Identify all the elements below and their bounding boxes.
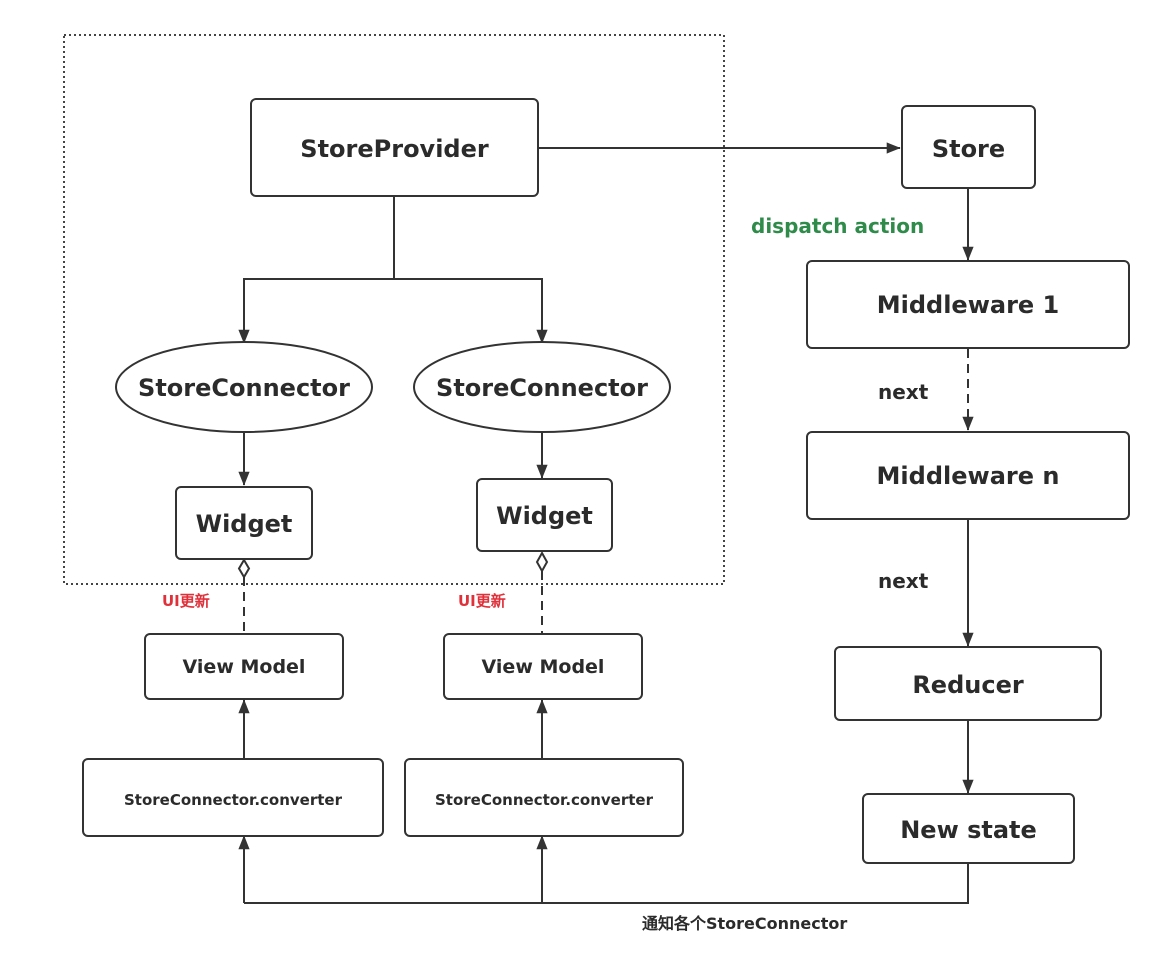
node-middleware-n[interactable]: Middleware n [806,431,1130,520]
edge-new-state-notify [244,863,969,904]
node-reducer[interactable]: Reducer [834,646,1102,721]
node-middleware-1-label: Middleware 1 [877,291,1060,319]
ui-update-label-1: UI更新 [162,592,210,610]
node-converter-1-label: StoreConnector.converter [124,791,343,809]
node-view-model-2[interactable]: View Model [443,633,643,700]
node-new-state-label: New state [900,816,1037,844]
node-store-provider-label: StoreProvider [300,135,489,163]
notify-store-connectors-label: 通知各个StoreConnector [642,914,847,933]
node-widget-2-label: Widget [496,502,593,530]
next-label-2: next [878,569,929,593]
ui-update-label-2: UI更新 [458,592,506,610]
store-provider-scope-boundary [63,34,725,585]
node-reducer-label: Reducer [912,671,1024,699]
node-converter-2[interactable]: StoreConnector.converter [404,758,684,837]
node-store-connector-2[interactable]: StoreConnector [413,341,671,433]
aggregation-diamond-icon [237,558,251,579]
node-widget-1[interactable]: Widget [175,486,313,560]
node-view-model-2-label: View Model [482,656,605,678]
node-store-connector-1-label: StoreConnector [138,374,350,402]
node-store-provider[interactable]: StoreProvider [250,98,539,197]
node-view-model-1[interactable]: View Model [144,633,344,700]
node-middleware-n-label: Middleware n [877,462,1060,490]
next-label-1: next [878,380,929,404]
node-view-model-1-label: View Model [183,656,306,678]
node-store-label: Store [932,135,1005,163]
node-widget-1-label: Widget [196,510,293,538]
aggregation-diamond-icon [535,550,549,574]
node-widget-2[interactable]: Widget [476,478,613,552]
edge-split-to-connector-1 [238,278,394,344]
node-converter-2-label: StoreConnector.converter [435,791,654,809]
node-converter-1[interactable]: StoreConnector.converter [82,758,384,837]
node-store[interactable]: Store [901,105,1036,189]
dispatch-action-label: dispatch action [751,214,924,238]
edge-split-to-connector-2 [394,278,548,344]
node-store-connector-2-label: StoreConnector [436,374,648,402]
node-middleware-1[interactable]: Middleware 1 [806,260,1130,349]
node-store-connector-1[interactable]: StoreConnector [115,341,373,433]
node-new-state[interactable]: New state [862,793,1075,864]
